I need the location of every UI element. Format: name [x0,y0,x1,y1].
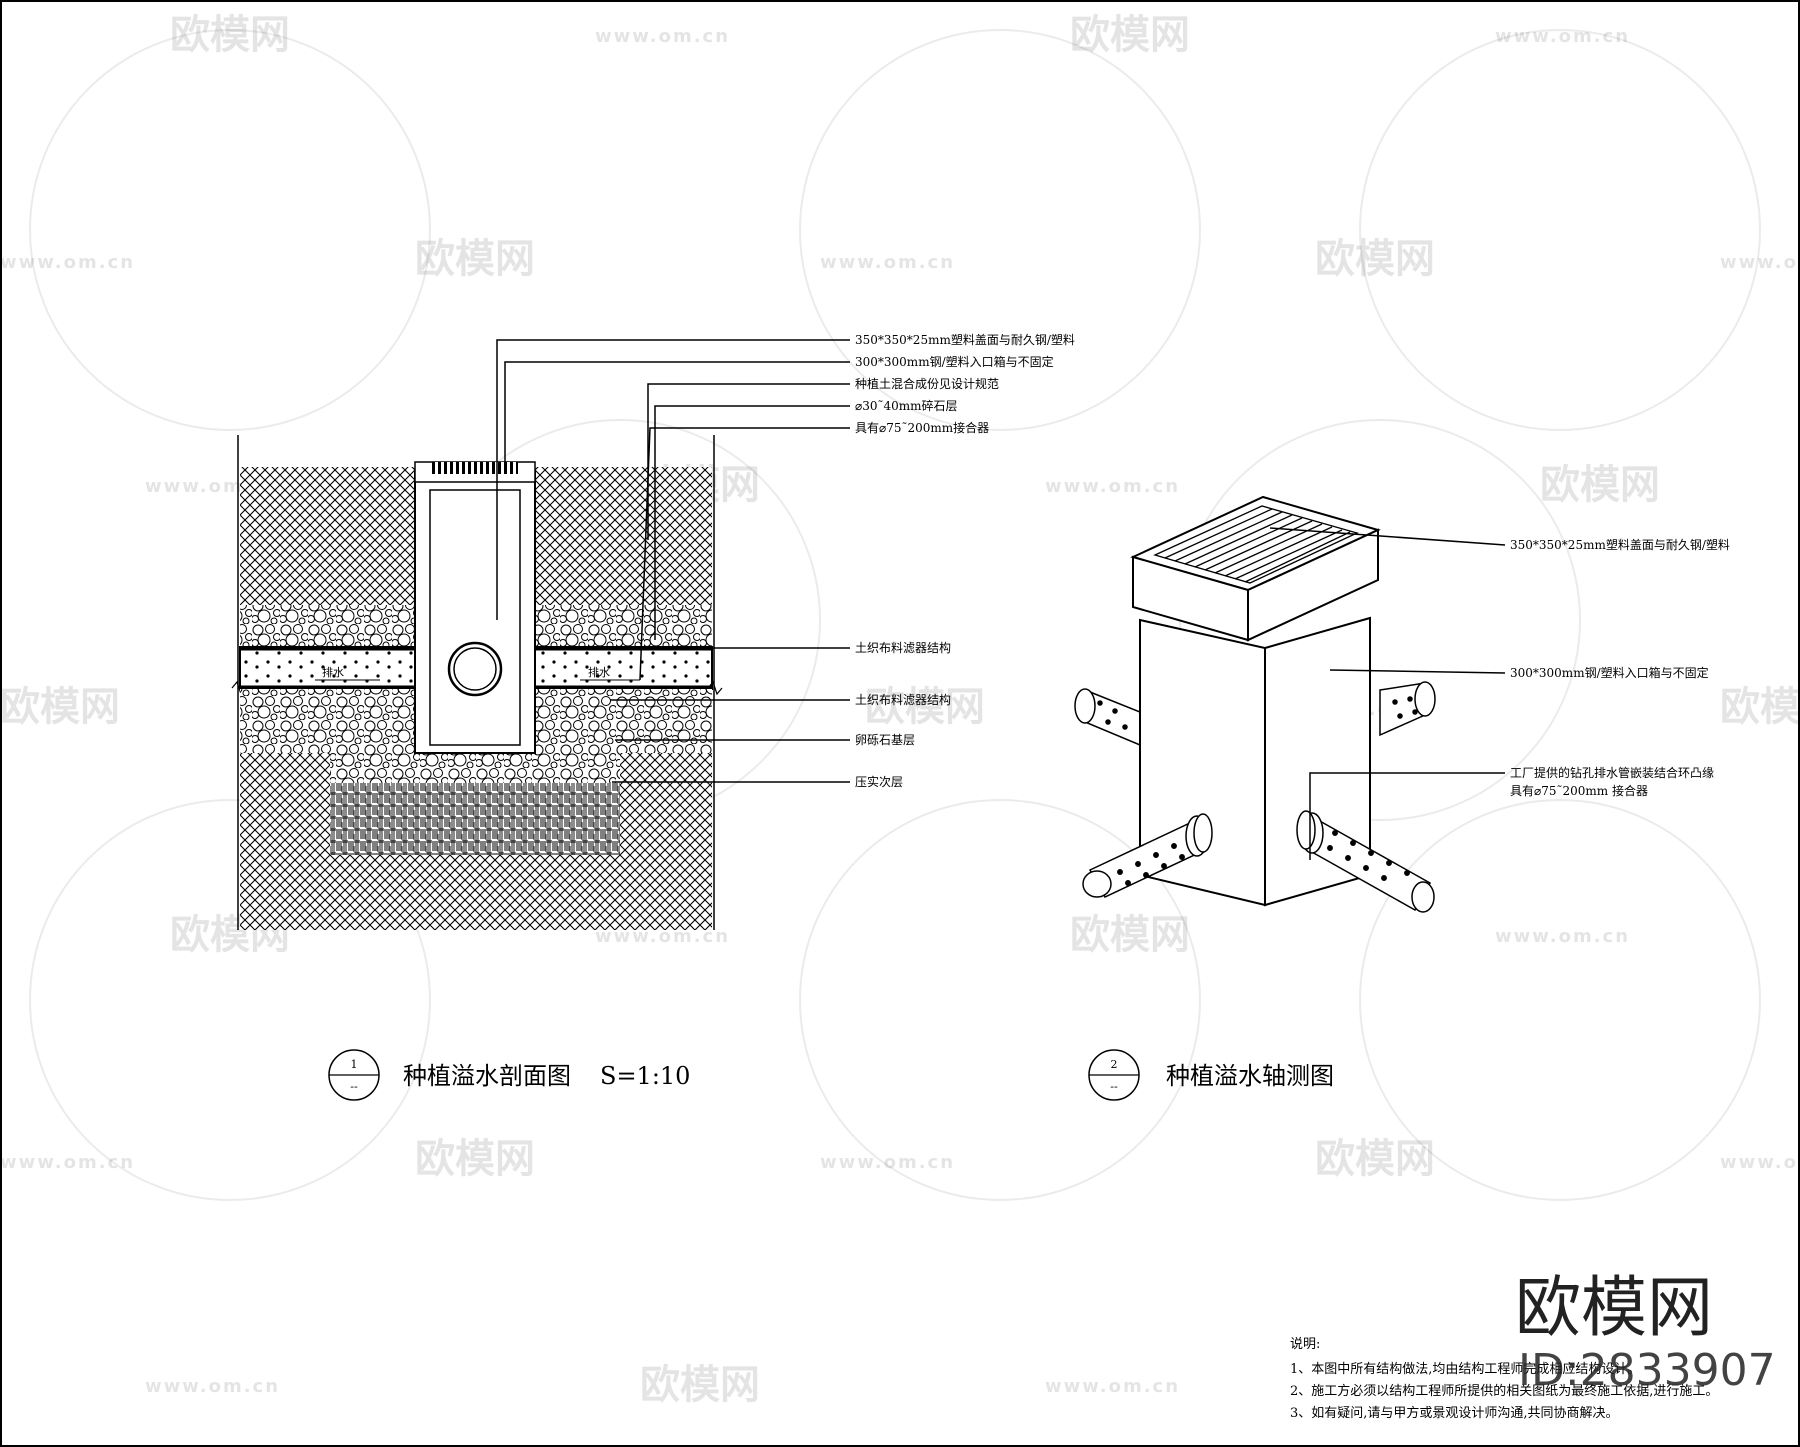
callout-adapter: 具有⌀75˜200mm接合器 [855,420,989,435]
perforated-pipe-front-left [1082,813,1213,898]
callout-geotextile-2: 土织布料滤器结构 [855,692,951,707]
perforated-pipe-back-left [1074,688,1141,747]
watermark-brand: 欧模网 [1315,236,1435,282]
watermark-arcs [29,29,1761,1201]
watermark-brand: 欧模网 [1720,684,1800,730]
watermark-url: www.om.cn [1720,1152,1800,1173]
watermark-url: www.om.cn [1045,476,1180,497]
planting-soil-layer [240,467,415,605]
pipe-label-left: 排水 [322,665,344,679]
watermark-brand: 欧模网 [415,1136,535,1182]
section-title-symbol: 1 -- [328,1049,380,1101]
gravel-layer [240,605,415,647]
cover-right-side [1247,528,1379,642]
axo-callout-adapter: 具有⌀75˜200mm 接合器 [1510,783,1648,798]
watermark-layer: 欧模网 www.om.cn 欧模网 www.om.cn www.om.cn 欧模… [0,12,1800,1408]
watermark-url: www.om.cn [595,26,730,47]
notes-item-3: 3、如有疑问,请与甲方或景观设计师沟通,共同协商解决。 [1290,1405,1619,1421]
callout-inlet-box: 300*300mm钢/塑料入口箱与不固定 [855,354,1054,369]
callout-cover: 350*350*25mm塑料盖面与耐久钢/塑料 [855,332,1075,347]
watermark-url: www.om.cn [820,252,955,273]
gravel-layer [535,605,712,647]
planting-soil-layer [535,467,712,605]
watermark-url: www.om.cn [1495,926,1630,947]
notes-item-1: 1、本图中所有结构做法,均由结构工程师完成相应结构设计。 [1290,1361,1640,1377]
callout-geotextile-1: 土织布料滤器结构 [855,640,951,655]
section-title: 种植溢水剖面图 [403,1062,571,1090]
axo-leaders [1269,527,1506,860]
watermark-brand: 欧模网 [1070,912,1190,958]
callout-planting-soil: 种植土混合成份见设计规范 [855,376,999,391]
watermark-url: www.om.cn [1495,26,1630,47]
axo-symbol-number: 2 [1111,1058,1118,1071]
watermark-brand: 欧模网 [1315,1136,1435,1182]
section-leaders [496,339,850,783]
notes-block: 说明: 1、本图中所有结构做法,均由结构工程师完成相应结构设计。 2、施工方必须… [1290,1337,1718,1421]
watermark-url: www.om.cn [145,1376,280,1397]
pipe-label-right: 排水 [588,665,610,679]
brand-watermark: 欧模网 [1515,1269,1713,1346]
watermark-brand: 欧模网 [640,1362,760,1408]
notes-heading: 说明: [1290,1337,1320,1352]
axo-callout-cover: 350*350*25mm塑料盖面与耐久钢/塑料 [1510,537,1730,552]
watermark-brand: 欧模网 [0,684,120,730]
watermark-brand: 欧模网 [1540,462,1660,508]
watermark-url: www.om.cn [0,252,135,273]
grate-slots [1153,505,1359,584]
drain-pipe-right [534,646,713,690]
axo-symbol-sub: -- [1110,1080,1118,1093]
notes-item-2: 2、施工方必须以结构工程师所提供的相关图纸为最终施工依据,进行施工。 [1290,1383,1718,1399]
axo-title: 种植溢水轴测图 [1166,1062,1334,1090]
callout-gravel-base: 卵砾石基层 [855,733,915,747]
brand-id: ID:2833907 [1518,1345,1776,1396]
perforated-pipe-back-right [1379,681,1436,737]
watermark-url: www.om.cn [1720,252,1800,273]
section-view: 排水 排水 350*350*25mm塑料盖 [231,332,1075,1101]
watermark-url: www.om.cn [820,1152,955,1173]
watermark-url: www.om.cn [0,1152,135,1173]
axo-callout-pipe: 工厂提供的钻孔排水管嵌装结合环凸缘 [1510,765,1714,780]
axo-view: 350*350*25mm塑料盖面与耐久钢/塑料 300*300mm钢/塑料入口箱… [1074,495,1730,1101]
callout-compacted-subgrade: 压实次层 [855,774,903,789]
callout-gravel: ⌀30˜40mm碎石层 [855,398,958,413]
axo-title-symbol: 2 -- [1088,1049,1140,1101]
watermark-url: www.om.cn [1045,1376,1180,1397]
section-symbol-number: 1 [351,1058,358,1071]
watermark-brand: 欧模网 [170,12,290,58]
watermark-brand: 欧模网 [1070,12,1190,58]
watermark-url: www.om.cn [595,926,730,947]
watermark-brand: 欧模网 [415,236,535,282]
section-scale: S=1:10 [600,1062,690,1090]
watermark-brand: 欧模网 [865,684,985,730]
section-symbol-sub: -- [350,1080,358,1093]
outlet-pipe [447,641,503,697]
axo-callout-inlet-box: 300*300mm钢/塑料入口箱与不固定 [1510,665,1709,680]
